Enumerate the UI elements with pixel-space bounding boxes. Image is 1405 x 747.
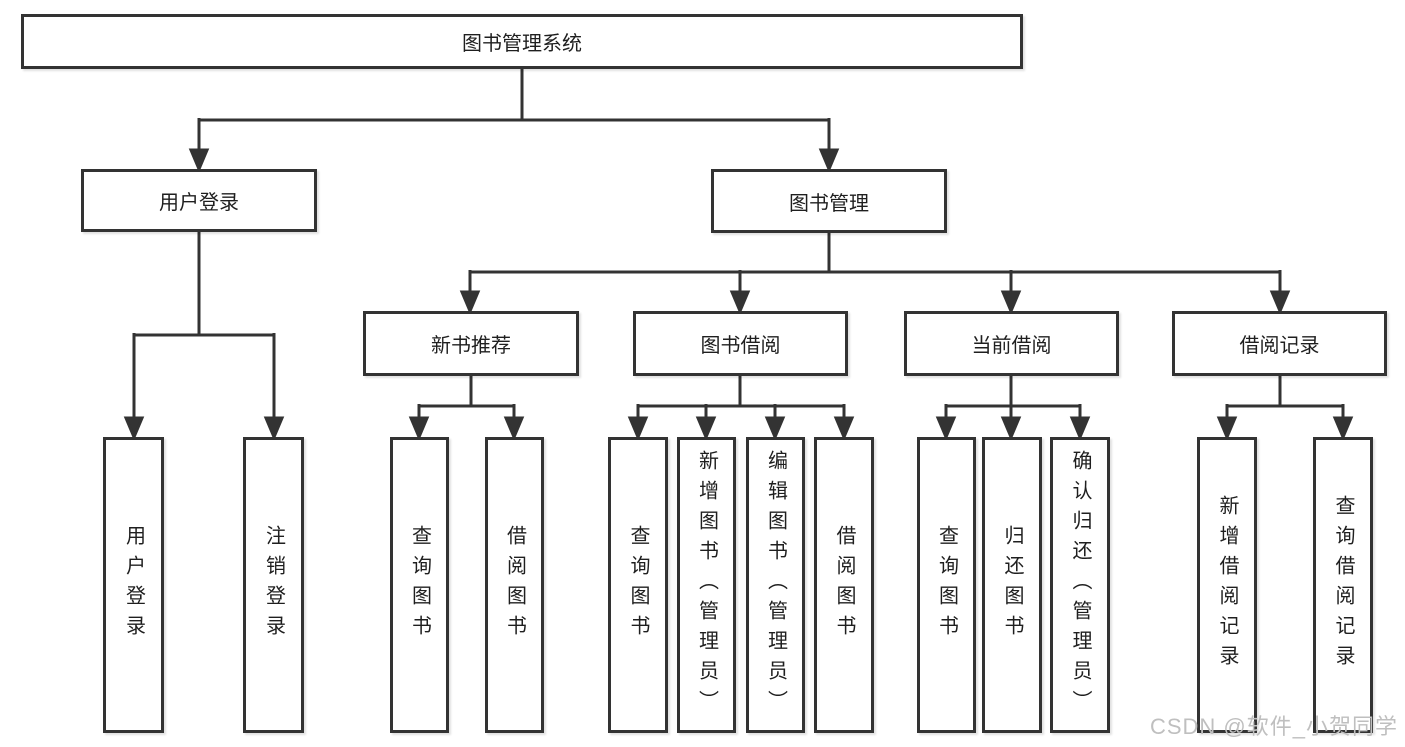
node-label: 借阅图书 <box>503 525 526 645</box>
arrowhead-down-icon <box>1000 416 1022 441</box>
arrowhead-down-icon <box>503 416 525 441</box>
arrowhead-down-icon <box>408 416 430 441</box>
arrowhead-down-icon <box>1269 290 1291 315</box>
node-leaf-logout: 注销登录 <box>243 437 304 733</box>
node-label: 图书借阅 <box>700 335 781 357</box>
node-label: 查询图书 <box>935 525 958 645</box>
connector-borrow-records-to-leaves <box>1216 376 1354 441</box>
node-label: 用户登录 <box>159 192 239 214</box>
connector-root-to-level2 <box>188 69 840 173</box>
arrowhead-down-icon <box>123 416 145 441</box>
node-leaf-query-borrow-record: 查询借阅记录 <box>1313 437 1373 733</box>
arrowhead-down-icon <box>818 148 840 173</box>
arrowhead-down-icon <box>935 416 957 441</box>
node-leaf-query-books-recommend: 查询图书 <box>390 437 449 733</box>
node-leaf-query-books-current: 查询图书 <box>917 437 976 733</box>
arrowhead-down-icon <box>459 290 481 315</box>
csdn-watermark: CSDN @软件_小贺同学 <box>1149 714 1398 739</box>
connector-book-borrow-to-leaves <box>627 376 855 441</box>
node-leaf-borrow-books-recommend: 借阅图书 <box>485 437 544 733</box>
connector-current-borrow-to-leaves <box>935 376 1091 441</box>
node-label: 查询图书 <box>627 525 649 645</box>
node-leaf-confirm-return-admin: 确认归还（管理员） <box>1050 437 1110 733</box>
arrowhead-down-icon <box>1216 416 1238 441</box>
node-borrowing-records: 借阅记录 <box>1172 311 1387 376</box>
arrowhead-down-icon <box>627 416 649 441</box>
node-new-book-recommendation: 新书推荐 <box>363 311 579 376</box>
arrowhead-down-icon <box>188 148 210 173</box>
node-label: 图书管理系统 <box>462 33 582 55</box>
node-label: 当前借阅 <box>971 335 1052 357</box>
arrowhead-down-icon <box>263 416 285 441</box>
node-leaf-add-borrow-record: 新增借阅记录 <box>1197 437 1257 733</box>
node-leaf-borrow-books: 借阅图书 <box>814 437 874 733</box>
arrowhead-down-icon <box>833 416 855 441</box>
arrowhead-down-icon <box>1000 290 1022 315</box>
node-label: 确认归还（管理员） <box>1069 450 1091 720</box>
arrowhead-down-icon <box>729 290 751 315</box>
connector-new-book-rec-to-leaves <box>408 376 525 441</box>
node-label: 用户登录 <box>122 525 145 645</box>
arrowhead-down-icon <box>695 416 717 441</box>
node-label: 归还图书 <box>1001 525 1023 645</box>
connector-book-mgmt-to-level3 <box>459 233 1291 315</box>
node-label: 查询借阅记录 <box>1332 495 1354 675</box>
node-book-borrowing: 图书借阅 <box>633 311 848 376</box>
node-book-management: 图书管理 <box>711 169 947 233</box>
node-label: 查询图书 <box>408 525 431 645</box>
node-label: 借阅记录 <box>1239 335 1320 357</box>
node-leaf-user-login: 用户登录 <box>103 437 164 733</box>
node-label: 编辑图书（管理员） <box>764 450 787 720</box>
node-label: 图书管理 <box>789 192 869 215</box>
node-label: 新增图书（管理员） <box>695 450 718 720</box>
connector-user-login-to-leaves <box>123 232 285 441</box>
node-label: 新增借阅记录 <box>1216 495 1238 675</box>
node-label: 借阅图书 <box>833 525 855 645</box>
node-label: 注销登录 <box>262 525 285 645</box>
node-leaf-add-books-admin: 新增图书（管理员） <box>677 437 736 733</box>
node-leaf-query-books-borrow: 查询图书 <box>608 437 668 733</box>
node-user-login: 用户登录 <box>81 169 317 232</box>
node-leaf-return-books: 归还图书 <box>982 437 1042 733</box>
arrowhead-down-icon <box>764 416 786 441</box>
node-library-management-system: 图书管理系统 <box>21 14 1023 69</box>
arrowhead-down-icon <box>1069 416 1091 441</box>
node-current-borrowing: 当前借阅 <box>904 311 1119 376</box>
arrowhead-down-icon <box>1332 416 1354 441</box>
node-leaf-edit-books-admin: 编辑图书（管理员） <box>746 437 805 733</box>
node-label: 新书推荐 <box>431 335 511 357</box>
